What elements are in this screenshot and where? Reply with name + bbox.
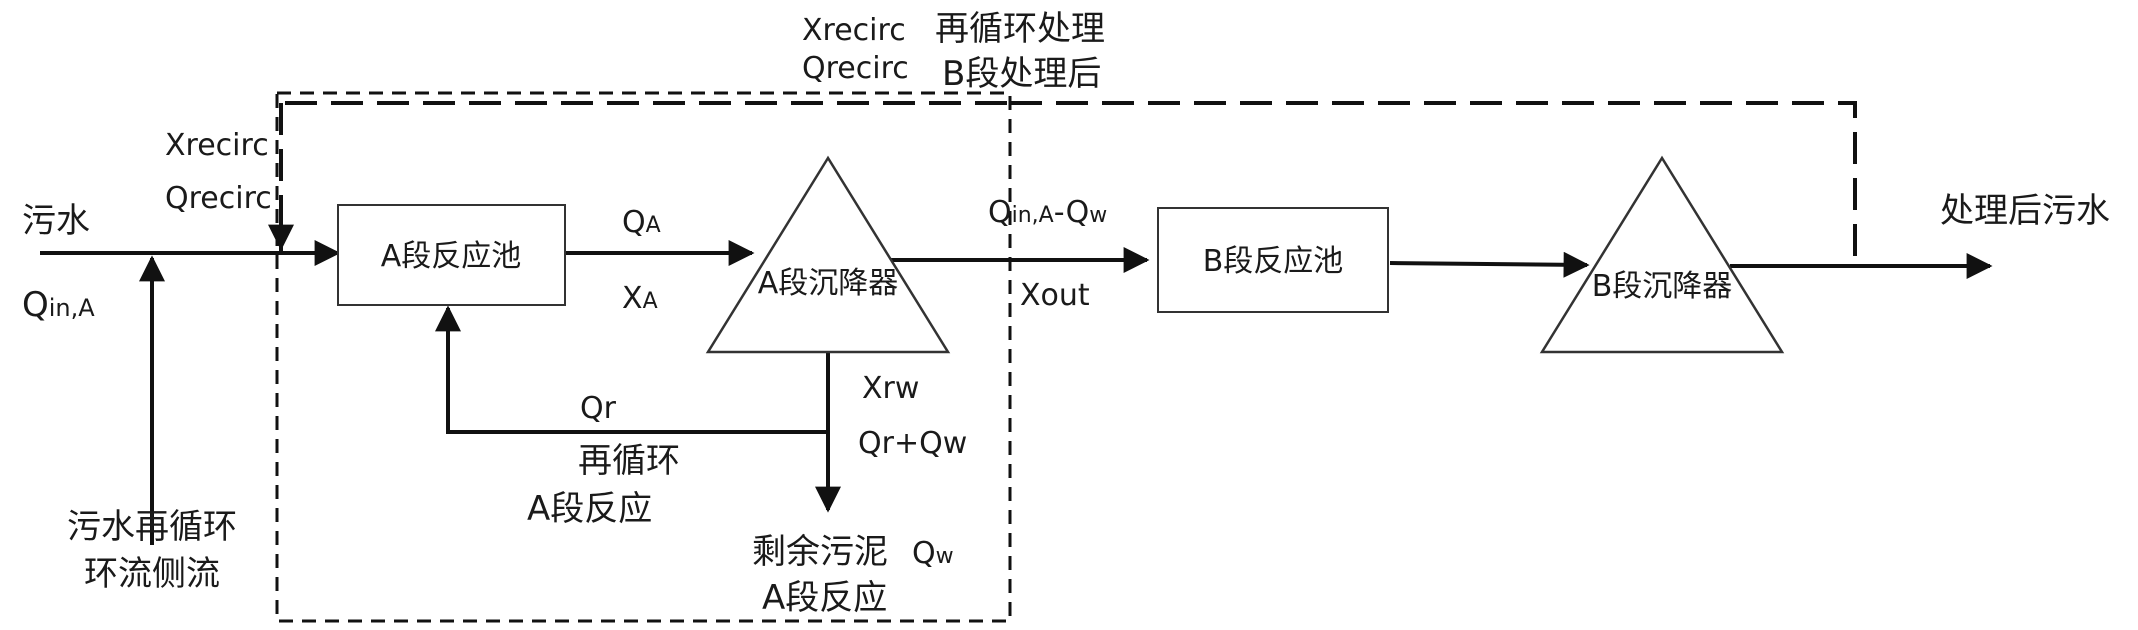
after-b-label: B段处理后	[942, 54, 1101, 94]
xrecirc-top-label: Xrecirc	[802, 13, 906, 48]
effluent-label: 处理后污水	[1940, 191, 2110, 231]
b-settler-triangle	[1539, 155, 1785, 354]
b-reactor-label: B段反应池	[1203, 244, 1344, 279]
side-stream-label-2: 环流侧流	[84, 554, 220, 594]
waste-sludge-label: 剩余污泥	[752, 532, 888, 572]
b-reactor-box	[1157, 207, 1389, 313]
return-sludge-line	[435, 305, 828, 434]
qr-plus-qw-label: Qr+Qw	[858, 426, 967, 461]
a-reactor-box	[337, 204, 566, 306]
qr-label: Qr	[580, 391, 617, 426]
recycle-label-1: 再循环	[578, 441, 680, 481]
qa-label: QA	[622, 205, 661, 240]
waste-sub-label: A段反应	[762, 578, 887, 618]
a-settler-triangle	[705, 155, 951, 354]
qw-label: Qw	[912, 536, 954, 571]
qrecirc-left-label: Qrecirc	[165, 181, 272, 216]
q-in-a-label: Qin,A	[22, 285, 95, 325]
recycle-label-2: A段反应	[527, 489, 652, 529]
recirc-loop-boundary	[1010, 101, 1857, 265]
influent-label: 污水	[22, 201, 90, 241]
xa-label: XA	[622, 281, 658, 316]
qrecirc-top-label: Qrecirc	[802, 51, 909, 86]
b-reactor-to-settler-line	[1389, 251, 1590, 278]
xout-label: Xout	[1020, 278, 1090, 313]
side-stream-label-1: 污水再循环	[67, 507, 237, 547]
a-reactor-label: A段反应池	[381, 239, 522, 274]
xrecirc-left-label: Xrecirc	[165, 128, 269, 163]
a-settler-label: A段沉降器	[758, 266, 899, 301]
xrw-label: Xrw	[862, 371, 919, 406]
q-in-a-minus-qw-label: Qin,A-Qw	[988, 195, 1107, 230]
stage-a-boundary	[275, 91, 1012, 623]
recirc-treat-label: 再循环处理	[935, 9, 1105, 49]
b-settler-label: B段沉降器	[1592, 269, 1733, 304]
